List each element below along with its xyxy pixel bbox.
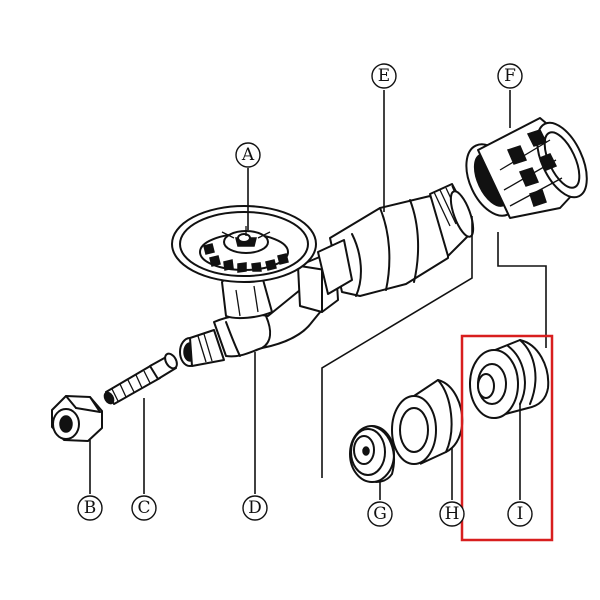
- label-a: A: [235, 142, 261, 168]
- part-g-washer: [349, 425, 395, 483]
- svg-text:G: G: [373, 504, 387, 524]
- label-g: G: [367, 501, 393, 527]
- assembly-bracket-lines: [321, 216, 547, 478]
- svg-text:B: B: [84, 498, 97, 518]
- label-f: F: [497, 63, 523, 89]
- part-b-hex-nut: [51, 395, 103, 442]
- part-e-cartridge-body: [317, 183, 475, 297]
- label-e: E: [371, 63, 397, 89]
- svg-text:H: H: [445, 504, 460, 524]
- highlight-box-i: [460, 334, 554, 542]
- part-c-hose-nipple: [103, 352, 178, 405]
- label-i: I: [507, 501, 533, 527]
- label-c: C: [131, 495, 157, 521]
- label-h: H: [439, 501, 465, 527]
- part-f-knurled-cap: [465, 117, 588, 219]
- label-b: B: [77, 495, 103, 521]
- part-i-insert: [469, 339, 550, 419]
- part-h-sleeve: [391, 379, 464, 465]
- svg-text:C: C: [137, 498, 150, 518]
- svg-text:F: F: [504, 66, 516, 86]
- svg-text:E: E: [378, 66, 390, 86]
- svg-text:A: A: [241, 145, 255, 165]
- svg-text:D: D: [248, 498, 262, 518]
- leader-lines: [89, 90, 521, 500]
- svg-text:I: I: [517, 504, 524, 524]
- label-d: D: [242, 495, 268, 521]
- part-a-handwheel: [171, 205, 317, 283]
